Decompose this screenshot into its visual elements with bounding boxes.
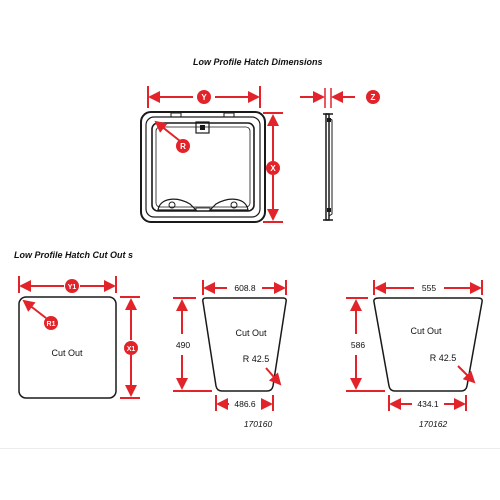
hatch-front-view	[140, 111, 266, 223]
cutout-170162-top-dim: 555	[373, 280, 483, 295]
dimension-r1: R1	[22, 299, 58, 330]
cutout-170162: Cut Out R 42.5	[373, 297, 483, 392]
badge-y	[197, 90, 211, 104]
badge-r	[176, 139, 190, 153]
badge-x1-text: X1	[127, 346, 136, 353]
generic-cutout-label: Cut Out	[51, 348, 83, 358]
cutout-170160-label: Cut Out	[235, 328, 267, 338]
hatch-side-view	[323, 113, 333, 221]
cutout-170162-height-dim: 586	[346, 297, 385, 392]
cutout-170160-bottom-width: 486.6	[234, 399, 256, 409]
cutout-170160-height-dim: 490	[173, 297, 212, 392]
part-number-170160: 170160	[244, 419, 273, 429]
cutout-170160-bottom-dim: 486.6	[215, 395, 274, 411]
dimension-x: X	[263, 112, 283, 223]
badge-x	[266, 161, 280, 175]
badge-r-text: R	[180, 142, 186, 151]
cutout-170160-top-dim: 608.8	[202, 280, 287, 295]
dimension-y: Y	[147, 86, 261, 108]
cutout-170162-top-width: 555	[422, 283, 436, 293]
cutout-170162-radius: R 42.5	[430, 353, 457, 363]
badge-y1-text: Y1	[68, 284, 77, 291]
cutout-170160-radius: R 42.5	[243, 354, 270, 364]
cutout-170160: Cut Out R 42.5	[202, 297, 287, 392]
cutout-170162-label: Cut Out	[410, 326, 442, 336]
cutout-170160-top-width: 608.8	[234, 283, 256, 293]
dimension-x1: X1	[120, 296, 140, 399]
cutouts-title-text: Low Profile Hatch Cut Out s	[14, 250, 134, 260]
badge-r1	[44, 316, 58, 330]
cutout-170162-bottom-width: 434.1	[417, 399, 439, 409]
badge-y1	[65, 279, 79, 293]
badge-x-text: X	[270, 164, 276, 173]
generic-cutout: Cut Out	[18, 296, 117, 399]
dimension-z: Z	[300, 88, 380, 108]
badge-z-text: Z	[371, 93, 376, 102]
dimensions-title-text: Low Profile Hatch Dimensions	[193, 57, 323, 67]
badge-r1-text: R1	[47, 321, 56, 328]
badge-x1	[124, 341, 138, 355]
dimension-y1: Y1	[18, 276, 117, 293]
badge-z	[366, 90, 380, 104]
cutout-170162-height: 586	[351, 340, 365, 350]
cutout-170162-bottom-dim: 434.1	[388, 395, 467, 411]
dimension-r: R	[154, 120, 190, 153]
footer-divider	[0, 448, 500, 449]
badge-y-text: Y	[201, 93, 207, 102]
cutout-170160-height: 490	[176, 340, 190, 350]
part-number-170162: 170162	[419, 419, 448, 429]
